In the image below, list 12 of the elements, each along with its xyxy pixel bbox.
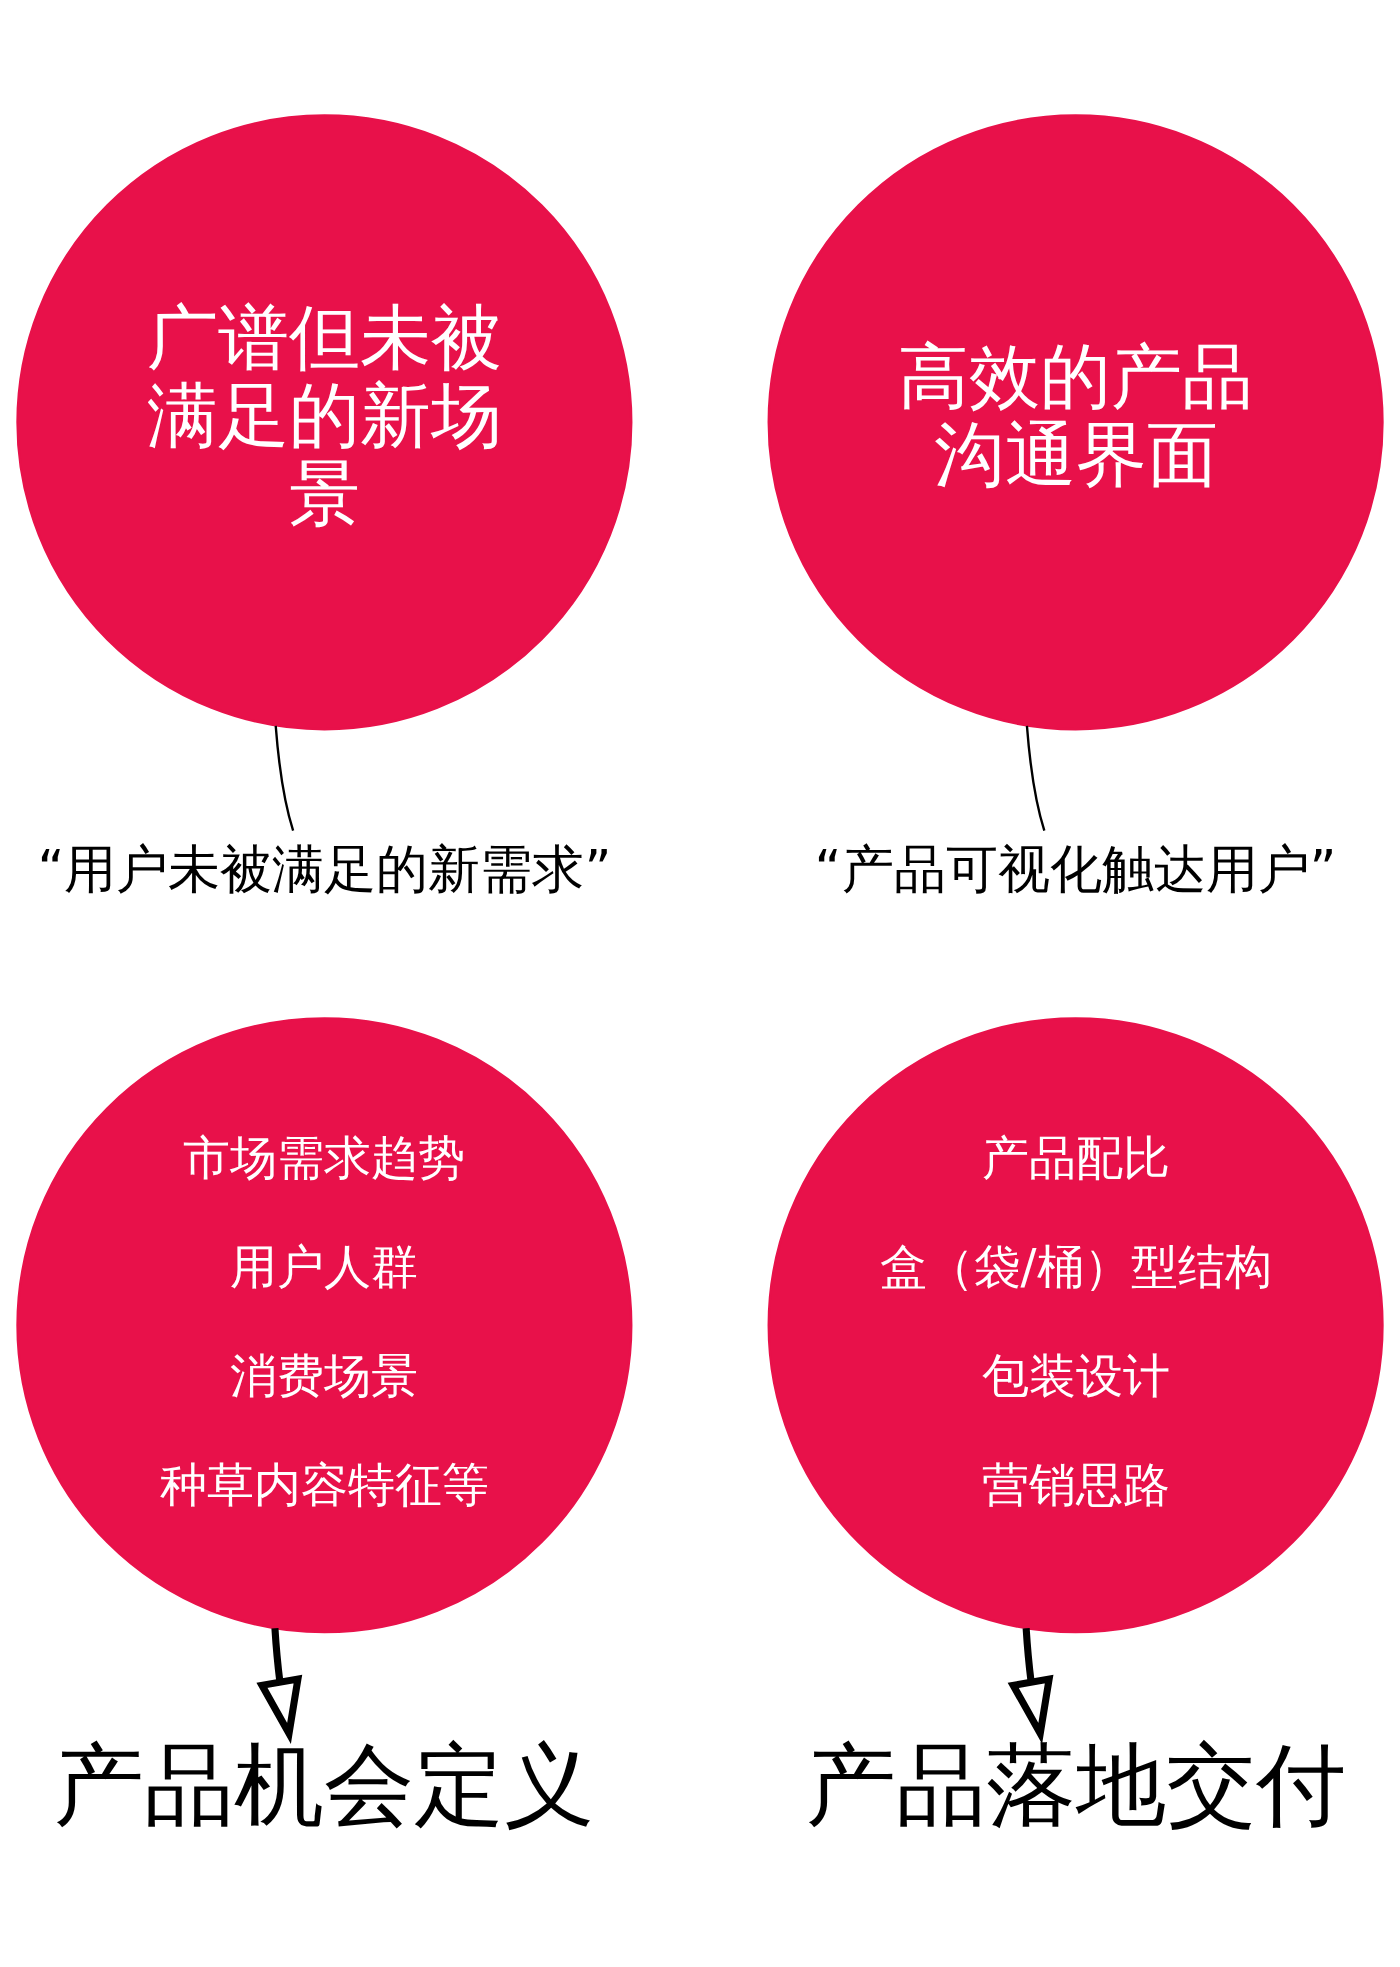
arrow <box>1007 1627 1054 1744</box>
node-text: 产品机会定义 <box>54 1735 595 1835</box>
node-circle: 市场需求趋势 用户人群 消费场景 种草内容特征等 <box>16 1016 633 1633</box>
connector <box>274 725 295 831</box>
node-circle: 广谱但未被满足的新场景 <box>16 113 633 730</box>
connector <box>1025 725 1046 831</box>
node-circle: 高效的产品沟通界面 <box>767 113 1384 730</box>
arrow <box>256 1627 303 1744</box>
node-text: “产品可视化触达用户” <box>814 838 1337 899</box>
node-circle: 产品配比 盒（袋/桶）型结构 包装设计 营销思路 <box>767 1016 1384 1633</box>
node-text: 产品落地交付 <box>805 1735 1346 1835</box>
node-text: “用户未被满足的新需求” <box>37 838 612 899</box>
